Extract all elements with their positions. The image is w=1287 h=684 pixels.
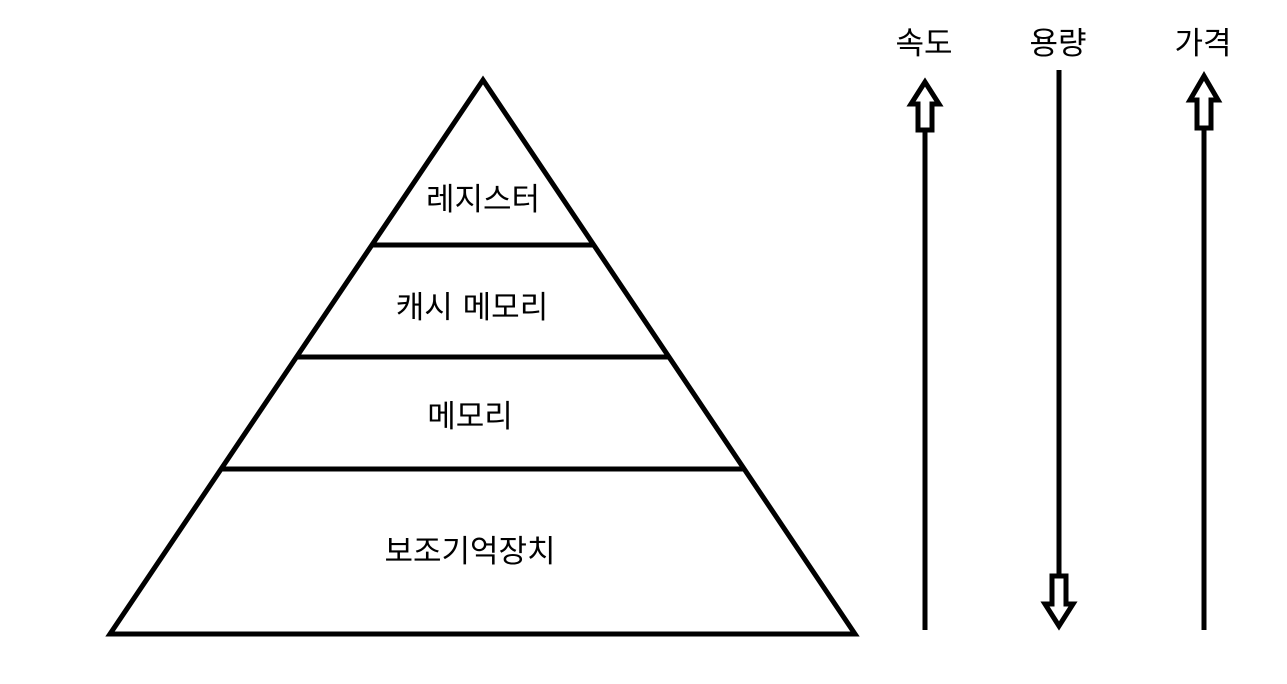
pyramid xyxy=(105,75,860,637)
level-label-secondary-storage: 보조기억장치 xyxy=(384,534,555,570)
price-arrow xyxy=(1185,71,1223,630)
speed-arrow xyxy=(906,77,944,630)
capacity-arrow xyxy=(1040,70,1078,631)
capacity-arrow-down-icon xyxy=(1040,573,1078,631)
level-label-cache-memory: 캐시 메모리 xyxy=(396,290,548,326)
level-label-memory: 메모리 xyxy=(427,399,513,435)
price-arrow-up-icon xyxy=(1185,71,1223,131)
level-label-register: 레지스터 xyxy=(426,182,540,218)
arrow-label-capacity: 용량 xyxy=(1029,26,1086,62)
speed-arrow-up-icon xyxy=(906,77,944,133)
arrow-label-price: 가격 xyxy=(1174,26,1231,62)
arrow-label-speed: 속도 xyxy=(895,26,952,62)
